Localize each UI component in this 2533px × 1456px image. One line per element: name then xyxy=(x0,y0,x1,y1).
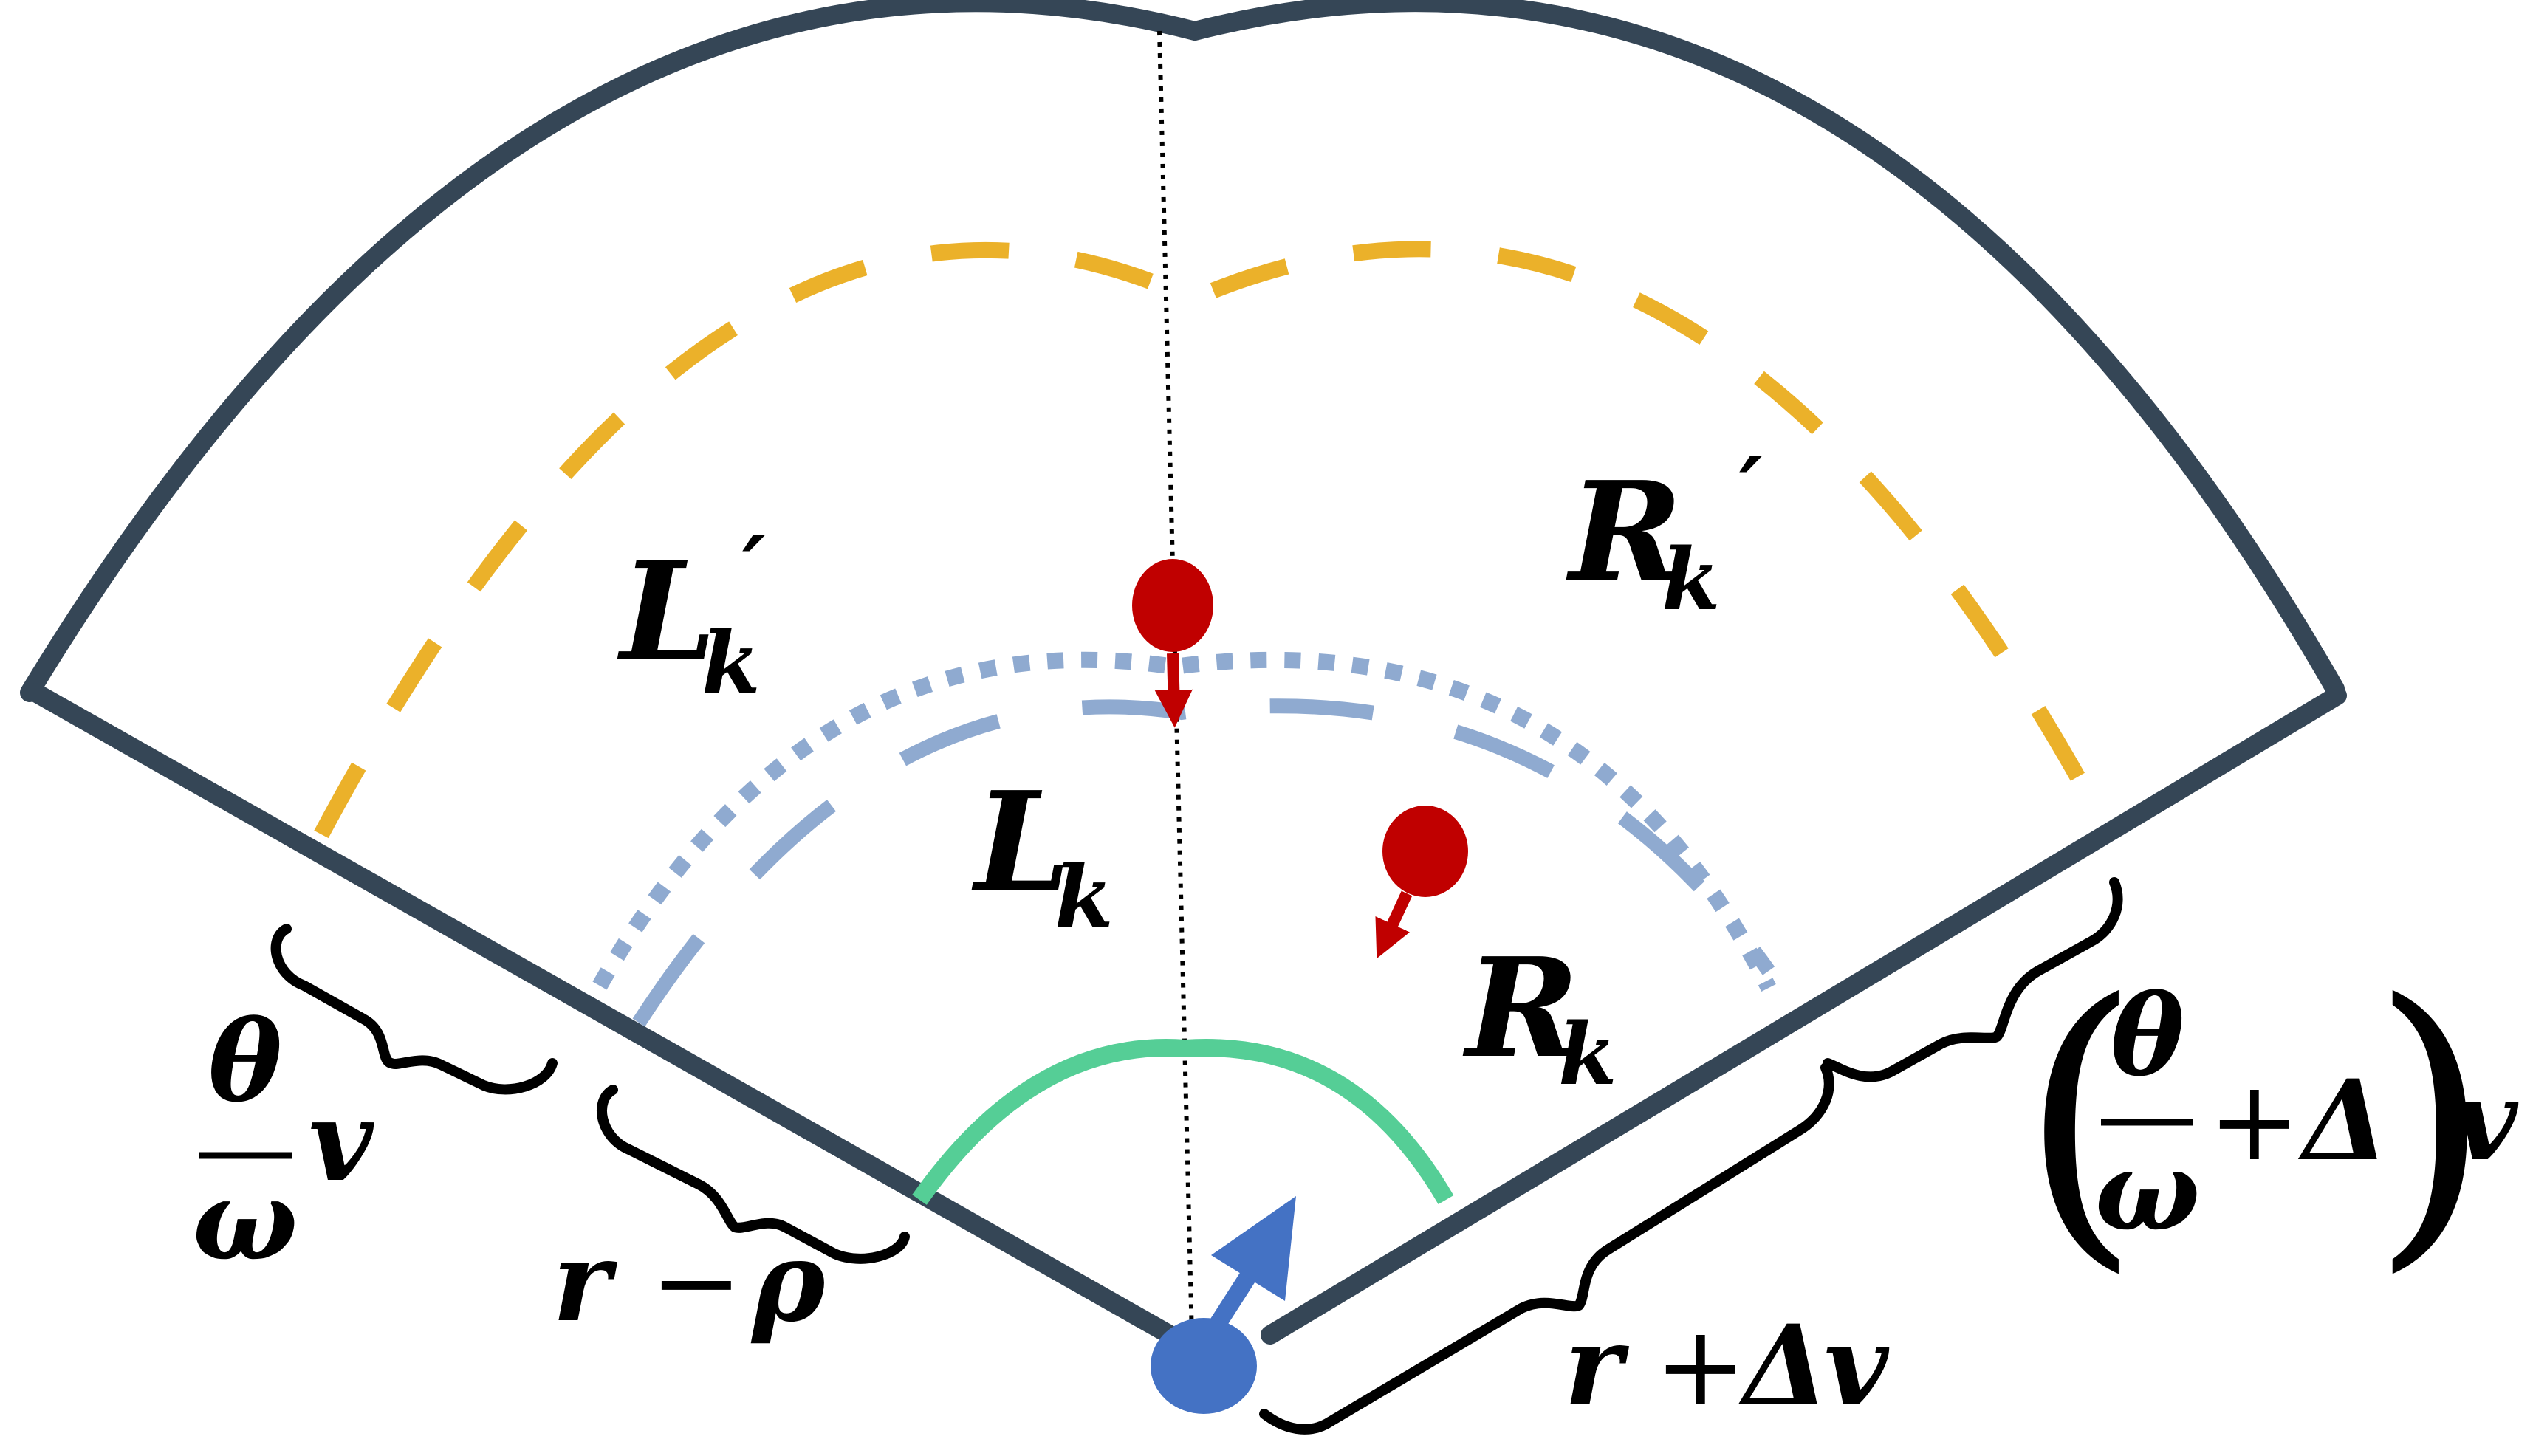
svg-text:θ: θ xyxy=(2111,971,2184,1101)
label-lk-prime: L k ′ xyxy=(617,517,766,713)
svg-text:′: ′ xyxy=(1739,438,1763,542)
svg-text:R: R xyxy=(1462,927,1580,1088)
sector-left-edge xyxy=(26,683,1182,1346)
svg-text:L: L xyxy=(971,761,1071,922)
svg-text:θ: θ xyxy=(208,997,282,1127)
svg-text:R: R xyxy=(1566,451,1683,612)
svg-text:k: k xyxy=(1662,530,1721,630)
svg-text:r: r xyxy=(552,1217,618,1347)
brace-r-plus-delta-v xyxy=(1259,1062,1834,1435)
svg-text:r: r xyxy=(1564,1301,1630,1431)
svg-text:v: v xyxy=(2453,1056,2519,1186)
blue-heading-arrow-icon xyxy=(1211,1196,1296,1301)
brace-theta-omega-plus-delta-v xyxy=(1823,877,2123,1082)
label-r-minus-rho: r − ρ xyxy=(552,1217,826,1347)
svg-text:): ) xyxy=(2371,938,2492,1299)
label-r-plus-delta-v: r + Δ v xyxy=(1564,1301,1890,1431)
svg-text:Δ: Δ xyxy=(1738,1301,1828,1431)
svg-text:ρ: ρ xyxy=(750,1217,826,1347)
svg-text:Δ: Δ xyxy=(2297,1056,2388,1186)
label-rk-prime: R k ′ xyxy=(1566,438,1763,630)
red-neighbor-dot-top xyxy=(1132,559,1213,652)
svg-text:k: k xyxy=(702,614,761,713)
brace-theta-omega-v xyxy=(270,924,558,1095)
svg-text:L: L xyxy=(617,531,716,692)
svg-text:−: − xyxy=(650,1218,743,1347)
red-arrow-top xyxy=(1154,653,1193,728)
inner-dotted-arc xyxy=(592,651,1776,992)
label-theta-omega-v: θ ω v xyxy=(193,997,374,1285)
label-theta-omega-plus-delta-v: ( θ ω + Δ ) v xyxy=(2020,938,2519,1299)
brace-r-minus-rho xyxy=(597,1085,910,1264)
svg-text:k: k xyxy=(1558,1005,1617,1105)
blue-agent-dot xyxy=(1151,1318,1257,1414)
svg-text:′: ′ xyxy=(742,517,766,621)
sector-outer-arc xyxy=(20,0,2345,702)
svg-text:v: v xyxy=(309,1076,374,1206)
label-rk: R k xyxy=(1462,927,1617,1105)
red-neighbor-dot-right xyxy=(1382,806,1468,897)
label-lk: L k xyxy=(971,761,1114,947)
sector-right-edge xyxy=(1261,686,2347,1345)
svg-text:+: + xyxy=(2208,1057,2301,1186)
svg-text:k: k xyxy=(1055,848,1114,947)
svg-text:+: + xyxy=(1654,1302,1747,1431)
red-arrow-right xyxy=(1375,890,1413,959)
outer-dashed-arc xyxy=(314,241,2105,839)
svg-text:v: v xyxy=(1824,1301,1890,1431)
svg-text:ω: ω xyxy=(2095,1126,2201,1256)
svg-text:ω: ω xyxy=(193,1155,298,1285)
view-arc xyxy=(912,1039,1454,1205)
